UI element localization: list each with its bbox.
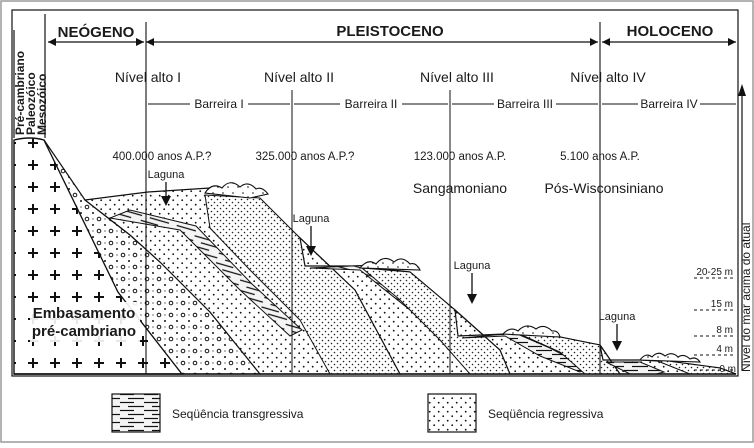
age-label-3: 123.000 anos A.P. bbox=[414, 151, 507, 163]
age-label-2: 325.000 anos A.P.? bbox=[256, 151, 355, 163]
basement-label-line1: Embasamento bbox=[33, 305, 136, 322]
lagoon-arrow-1 bbox=[161, 196, 171, 206]
barrier-i-transgressive bbox=[108, 209, 303, 337]
legend-swatch-transgressive bbox=[111, 393, 161, 433]
legend-swatch-regressive bbox=[427, 393, 477, 433]
era-pre-cambriano: Pré-cambriano bbox=[13, 51, 27, 135]
legend-item-transgressive: Seqüência transgressiva bbox=[111, 393, 304, 433]
lagoon-label-3: Laguna bbox=[454, 260, 492, 272]
era-header: Pré-cambriano Paleozóico Mesozóico NEÓGE… bbox=[13, 14, 736, 374]
barrier-iii-dunes bbox=[501, 325, 561, 338]
scale-mark-8: 8 m bbox=[716, 325, 733, 336]
legend: Seqüência transgressiva Seqüência regres… bbox=[111, 393, 604, 433]
level-label-4: Nível alto IV bbox=[570, 69, 646, 85]
legend-label-regressive: Seqüência regressiva bbox=[488, 407, 604, 421]
diagram-panel-frame bbox=[11, 9, 739, 377]
lagoon-arrow-4 bbox=[612, 341, 622, 351]
stage-pos-wisconsiniano: Pós-Wisconsiniano bbox=[544, 180, 663, 196]
lagoon-arrow-2 bbox=[306, 246, 316, 256]
scale-mark-0: 0 m bbox=[719, 364, 736, 375]
era-neogeno: NEÓGENO bbox=[58, 23, 135, 41]
cross-section-geology bbox=[13, 137, 737, 375]
level-label-2: Nível alto II bbox=[264, 69, 334, 85]
lagoon-label-2: Laguna bbox=[293, 213, 331, 225]
sea-levels: Nível alto I Nível alto II Nível alto II… bbox=[115, 69, 646, 85]
age-labels: 400.000 anos A.P.? 325.000 anos A.P.? 12… bbox=[113, 151, 664, 196]
stage-sangamoniano: Sangamoniano bbox=[413, 180, 507, 196]
barrier-ii-dunes bbox=[358, 257, 421, 271]
era-pleistoceno: PLEISTOCENO bbox=[336, 23, 444, 40]
lagoon-markers: Laguna Laguna Laguna Laguna bbox=[148, 169, 637, 351]
era-holoceno: HOLOCENO bbox=[627, 23, 714, 40]
barrier-i-dunes bbox=[204, 182, 269, 199]
barrier-label-3-text: Barreira III bbox=[497, 97, 553, 111]
era-paleozoico: Paleozóico bbox=[24, 72, 38, 135]
lagoon-arrow-3 bbox=[467, 294, 477, 304]
barrier-label-2-text: Barreira II bbox=[345, 97, 398, 111]
scale-mark-4: 4 m bbox=[716, 344, 733, 355]
age-label-1: 400.000 anos A.P.? bbox=[113, 151, 212, 163]
sea-level-axis-arrow bbox=[738, 84, 746, 96]
barrier-label-1-text: Barreira I bbox=[194, 97, 243, 111]
level-label-1: Nível alto I bbox=[115, 69, 181, 85]
barrier-iv-dunes bbox=[638, 352, 702, 363]
lagoon-label-4: Laguna bbox=[599, 311, 637, 323]
sea-level-scale: 20-25 m 15 m 8 m 4 m 0 m Nível do mar ac… bbox=[694, 84, 753, 375]
era-mesozoico: Mesozóico bbox=[35, 74, 49, 135]
scale-mark-15: 15 m bbox=[711, 299, 733, 310]
legend-item-regressive: Seqüência regressiva bbox=[427, 393, 604, 433]
basement-label-line2: pré-cambriano bbox=[32, 323, 136, 340]
age-label-4: 5.100 anos A.P. bbox=[560, 151, 640, 163]
barrier-label-4-text: Barreira IV bbox=[640, 97, 697, 111]
sea-level-axis-label: Nível do mar acima do atual bbox=[739, 223, 753, 372]
level-label-3: Nível alto III bbox=[420, 69, 494, 85]
scale-mark-20-25: 20-25 m bbox=[696, 267, 733, 278]
legend-label-transgressive: Seqüência transgressiva bbox=[172, 407, 304, 421]
barrier-iv-transgressive bbox=[605, 361, 666, 375]
lagoon-label-1: Laguna bbox=[148, 169, 186, 181]
